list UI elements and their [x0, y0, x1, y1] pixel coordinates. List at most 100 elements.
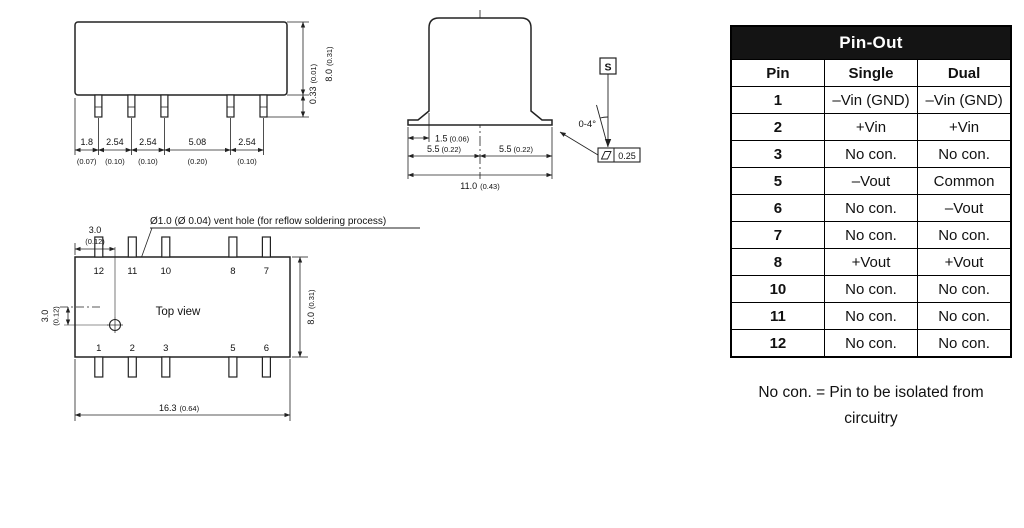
- single-cell: No con.: [823, 140, 919, 168]
- single-cell: No con.: [823, 329, 919, 358]
- side-view-drawing: 1.8 2.54 2.54 5.08 2.54 (0.07) (0.10) (0…: [74, 21, 334, 166]
- pin-number: 3: [163, 343, 168, 354]
- pin-number: 7: [264, 266, 269, 277]
- dual-cell: +Vout: [917, 248, 1012, 276]
- pitch-dim-inch: (0.10): [237, 157, 257, 166]
- table-row: 6 No con. –Vout: [730, 194, 1012, 222]
- vent-offset-x-inch: (0.12): [85, 237, 105, 246]
- height-dim-label: 8.0(0.31): [324, 46, 334, 82]
- flatness-callout: 0.25: [559, 131, 641, 163]
- half-width-left-label: 5.5(0.22): [427, 144, 462, 154]
- front-view-dimension-lines: [407, 113, 553, 179]
- seating-plane-symbol: S: [604, 62, 611, 74]
- pin-number: 10: [161, 266, 172, 277]
- front-view-drawing: 1.5(0.06) 5.5(0.22) 5.5(0.22) 11.0(0.43)…: [407, 10, 641, 192]
- half-width-right-label: 5.5(0.22): [499, 144, 534, 154]
- pinout-title: Pin-Out: [730, 25, 1012, 60]
- pitch-dim-inch: (0.20): [188, 157, 208, 166]
- front-view-dim-labels: 1.5(0.06) 5.5(0.22) 5.5(0.22) 11.0(0.43): [427, 134, 534, 192]
- table-row: 7 No con. No con.: [730, 221, 1012, 249]
- dual-cell: +Vin: [917, 113, 1012, 141]
- table-row: 11 No con. No con.: [730, 302, 1012, 330]
- dual-cell: No con.: [917, 140, 1012, 168]
- pinout-header-row: Pin Single Dual: [730, 59, 1012, 87]
- col-header-dual: Dual: [917, 59, 1012, 87]
- dual-cell: Common: [917, 167, 1012, 195]
- top-view-drawing: Ø1.0 (Ø 0.04) vent hole (for reflow sold…: [40, 216, 420, 421]
- pitch-dim-mm: 2.54: [106, 137, 124, 147]
- table-row: 1 –Vin (GND) –Vin (GND): [730, 86, 1012, 114]
- top-view-package-body: [74, 256, 291, 358]
- top-view-label: Top view: [156, 306, 201, 318]
- pin-cell: 5: [730, 167, 825, 195]
- seating-plane-callout: S 0-4°: [578, 57, 617, 148]
- table-row: 3 No con. No con.: [730, 140, 1012, 168]
- pin-cell: 2: [730, 113, 825, 141]
- single-cell: No con.: [823, 221, 919, 249]
- col-header-pin: Pin: [730, 59, 825, 87]
- side-view-package-body: [74, 21, 288, 96]
- flatness-icon: [600, 151, 612, 160]
- pin-cell: 11: [730, 302, 825, 330]
- col-header-single: Single: [823, 59, 919, 87]
- single-cell: No con.: [823, 275, 919, 303]
- table-row: 2 +Vin +Vin: [730, 113, 1012, 141]
- pinout-note: No con. = Pin to be isolated from circui…: [730, 380, 1012, 433]
- flatness-value: 0.25: [618, 151, 636, 161]
- table-row: 12 No con. No con.: [730, 329, 1012, 358]
- pin-cell: 1: [730, 86, 825, 114]
- pin-cell: 10: [730, 275, 825, 303]
- top-view-dimension-lines: [60, 243, 308, 421]
- pin-number: 5: [230, 343, 235, 354]
- pitch-dim-mm: 2.54: [238, 137, 256, 147]
- vent-note-text: Ø1.0 (Ø 0.04) vent hole (for reflow sold…: [150, 216, 386, 227]
- pin-number: 6: [264, 343, 269, 354]
- pitch-dim-inch: (0.07): [77, 157, 97, 166]
- width-dim-label: 8.0(0.31): [306, 289, 316, 325]
- vent-offset-y-inch: (0.12): [52, 306, 61, 326]
- pitch-dim-inch: (0.10): [138, 157, 158, 166]
- pin-cell: 12: [730, 329, 825, 358]
- standoff-dim-label: 0.33(0.01): [308, 63, 318, 104]
- pitch-dim-mm: 2.54: [139, 137, 157, 147]
- pin-number: 8: [230, 266, 235, 277]
- top-view-pin-numbers: 12 11 10 8 7 1 2 3 5 6: [94, 266, 270, 354]
- pin-number: 11: [127, 266, 137, 277]
- pitch-dim-inch: (0.10): [105, 157, 125, 166]
- table-row: 10 No con. No con.: [730, 275, 1012, 303]
- pitch-dim-mm: 1.8: [80, 137, 93, 147]
- note-line1: No con. = Pin to be isolated from: [758, 384, 984, 401]
- table-row: 5 –Vout Common: [730, 167, 1012, 195]
- pinout-table: Pin-Out Pin Single Dual 1 –Vin (GND) –Vi…: [730, 25, 1012, 358]
- front-view-package-outline: [407, 17, 553, 126]
- total-width-label: 11.0(0.43): [460, 181, 500, 191]
- pin-cell: 8: [730, 248, 825, 276]
- pitch-dim-mm: 5.08: [189, 137, 207, 147]
- table-row: 8 +Vout +Vout: [730, 248, 1012, 276]
- lead-dim-label: 1.5(0.06): [435, 134, 470, 144]
- single-cell: +Vout: [823, 248, 919, 276]
- dual-cell: No con.: [917, 329, 1012, 358]
- note-line2: circuitry: [844, 410, 898, 428]
- pin-cell: 3: [730, 140, 825, 168]
- single-cell: +Vin: [823, 113, 919, 141]
- dual-cell: –Vin (GND): [917, 86, 1012, 114]
- dual-cell: –Vout: [917, 194, 1012, 222]
- vent-offset-y-mm: 3.0: [40, 310, 50, 323]
- side-view-pins: [94, 94, 268, 118]
- pinout-section: Pin-Out Pin Single Dual 1 –Vin (GND) –Vi…: [730, 25, 1012, 433]
- pin-cell: 6: [730, 194, 825, 222]
- dual-cell: No con.: [917, 275, 1012, 303]
- pin-number: 1: [96, 343, 101, 354]
- single-cell: No con.: [823, 302, 919, 330]
- vent-hole: [107, 317, 123, 333]
- dual-cell: No con.: [917, 302, 1012, 330]
- side-view-dimension-lines: [74, 21, 309, 155]
- top-view-dim-labels: 3.0 (0.12) 3.0 (0.12) 16.3(0.64) 8.0(0.3…: [40, 225, 316, 413]
- pinout-title-row: Pin-Out: [730, 25, 1012, 60]
- single-cell: No con.: [823, 194, 919, 222]
- pin-cell: 7: [730, 221, 825, 249]
- single-cell: –Vin (GND): [823, 86, 919, 114]
- side-view-dim-labels: 1.8 2.54 2.54 5.08 2.54 (0.07) (0.10) (0…: [77, 46, 334, 166]
- lead-angle-label: 0-4°: [578, 119, 596, 130]
